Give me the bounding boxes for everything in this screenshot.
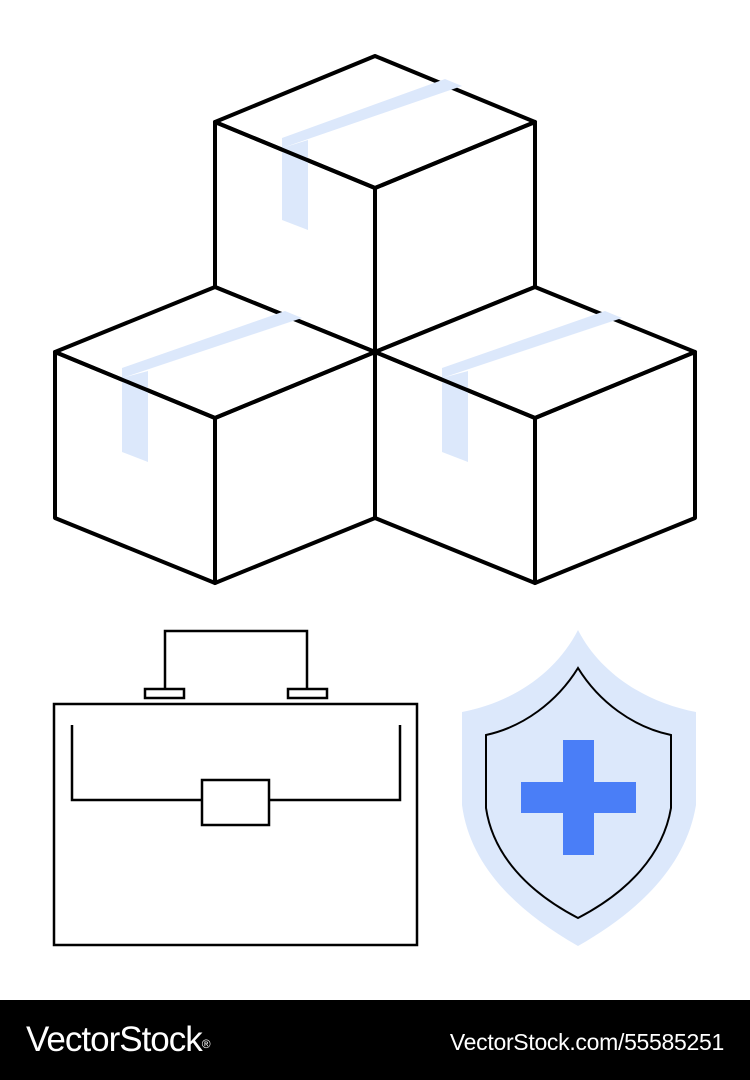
medical-cross-icon — [521, 740, 636, 855]
box-tape-side — [442, 371, 468, 462]
image-id-text: VectorStock.com/55585251 — [449, 1029, 724, 1055]
vectorstock-logo: VectorStock® — [26, 1018, 211, 1062]
box-tape-side — [122, 371, 148, 462]
briefcase-lock — [200, 778, 271, 827]
briefcase-icon — [52, 629, 419, 947]
box-top-face — [373, 285, 697, 420]
illustration — [52, 54, 697, 947]
box-tape — [122, 311, 302, 378]
cardboard-box-icon — [53, 285, 377, 585]
briefcase-handle-clip-right — [286, 687, 329, 700]
box-right-face — [533, 350, 697, 585]
medical-shield-icon — [462, 630, 696, 946]
box-tape — [282, 79, 462, 148]
box-top-face — [53, 285, 377, 420]
box-tape-side — [282, 140, 308, 230]
box-top-face — [213, 54, 537, 190]
briefcase-handle — [163, 629, 309, 690]
registered-mark: ® — [201, 1037, 211, 1051]
briefcase-handle-clip-left — [143, 687, 186, 700]
brand-name: VectorStock — [26, 1020, 203, 1059]
cardboard-box-icon — [373, 285, 697, 585]
watermark-footer: VectorStock® VectorStock.com/55585251 — [0, 1000, 750, 1080]
box-tape — [442, 311, 622, 378]
cardboard-box-icon — [213, 54, 537, 354]
shield-outline — [485, 666, 672, 920]
